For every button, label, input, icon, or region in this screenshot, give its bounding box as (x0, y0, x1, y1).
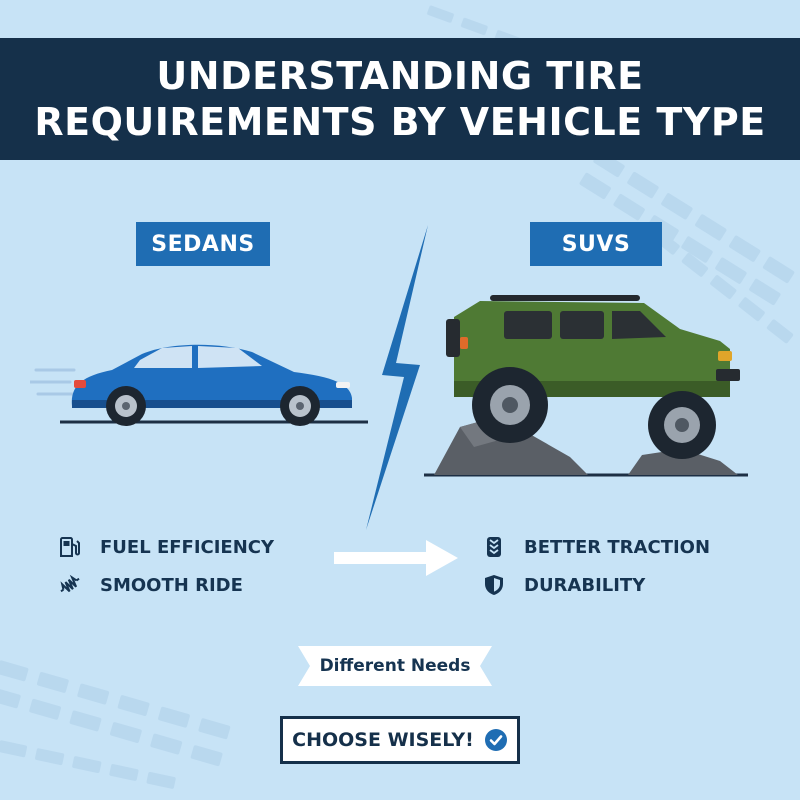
suv-rear-wheel (472, 367, 548, 443)
sedan-feature-label: FUEL EFFICIENCY (100, 536, 275, 558)
suv-spare-tire (446, 319, 460, 357)
suv-window-rear (612, 311, 666, 339)
sedan-rear-window (198, 346, 262, 368)
suv-feature-label: BETTER TRACTION (524, 536, 711, 558)
suv-feature-better-traction: BETTER TRACTION (480, 533, 710, 561)
suv-window-front (504, 311, 552, 339)
choose-wisely-label: CHOOSE WISELY! (292, 729, 474, 751)
page-title-line1: UNDERSTANDING TIRE (156, 54, 644, 98)
suv-feature-durability: DURABILITY (480, 571, 645, 599)
small-rock (628, 449, 738, 475)
suv-window-middle (560, 311, 604, 339)
sedan-feature-smooth-ride: SMOOTH RIDE (56, 571, 243, 599)
sedan-front-window (134, 346, 192, 368)
suv-roof-rack (490, 295, 640, 301)
sedan-feature-label: SMOOTH RIDE (100, 574, 243, 596)
lightning-bolt-divider (366, 225, 428, 530)
suv-front-wheel (648, 391, 716, 459)
suspension-spring-icon (56, 571, 84, 599)
suv-feature-label: DURABILITY (524, 574, 646, 596)
ribbon-label: Different Needs (319, 656, 471, 676)
sedan-rear-wheel (106, 386, 146, 426)
sedans-badge: SEDANS (136, 222, 270, 266)
motion-lines (30, 368, 76, 396)
right-arrow-icon (334, 540, 458, 576)
choose-wisely-button[interactable]: CHOOSE WISELY! (280, 716, 520, 764)
fuel-pump-icon (56, 533, 84, 561)
suv-tail-light (460, 337, 468, 349)
sedan-feature-fuel-efficiency: FUEL EFFICIENCY (56, 533, 274, 561)
sedan-tail-light (74, 380, 86, 388)
suv-illustration (424, 295, 748, 477)
tire-tread-icon (480, 533, 508, 561)
sedan-illustration (30, 344, 368, 426)
page-title-line2: REQUIREMENTS BY VEHICLE TYPE (34, 100, 766, 144)
shield-icon (480, 571, 508, 599)
checkmark-circle-icon (484, 729, 507, 751)
suv-head-light (718, 351, 732, 361)
sedan-front-wheel (280, 386, 320, 426)
title-banner: UNDERSTANDING TIRE REQUIREMENTS BY VEHIC… (0, 38, 800, 160)
suv-bumper (716, 369, 740, 381)
sedan-head-light (336, 382, 350, 388)
different-needs-ribbon: Different Needs (298, 646, 492, 686)
suvs-badge: SUVS (530, 222, 662, 266)
